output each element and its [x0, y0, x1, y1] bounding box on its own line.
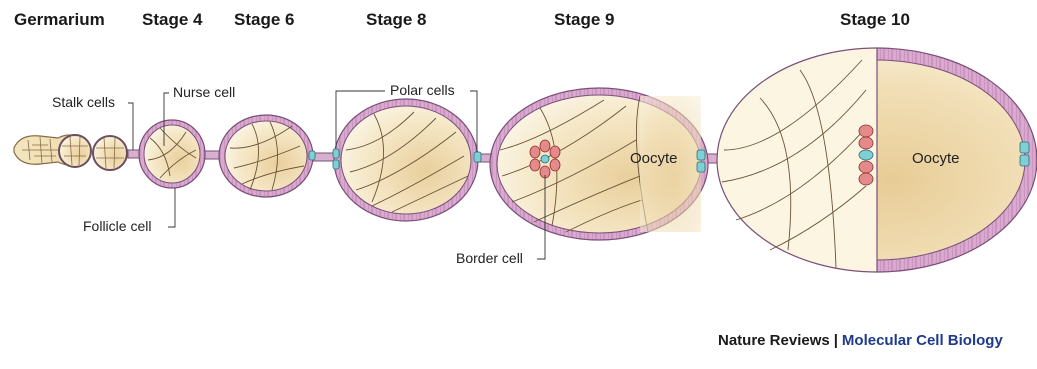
- stage4-drawing: [139, 120, 205, 188]
- stage-title-stage8: Stage 8: [366, 10, 426, 30]
- germarium-drawing: [14, 135, 127, 170]
- stage-title-stage4: Stage 4: [142, 10, 202, 30]
- stage-title-germarium: Germarium: [14, 10, 105, 30]
- stage10-drawing: [717, 48, 1037, 272]
- credit-journal: Nature Reviews: [718, 332, 830, 349]
- credit-subject: Molecular Cell Biology: [842, 332, 1003, 349]
- label-oocyte-stage10: Oocyte: [912, 150, 960, 167]
- stage6-drawing: [219, 115, 315, 197]
- credit-separator: |: [830, 332, 842, 349]
- source-credit: Nature Reviews|Molecular Cell Biology: [718, 332, 1003, 349]
- stage8-drawing: [333, 99, 481, 221]
- stage-title-stage9: Stage 9: [554, 10, 614, 30]
- label-stalk-cells: Stalk cells: [52, 94, 115, 110]
- label-border-cell: Border cell: [456, 250, 523, 266]
- label-polar-cells: Polar cells: [390, 82, 455, 98]
- label-follicle-cell: Follicle cell: [83, 218, 151, 234]
- stage-title-stage10: Stage 10: [840, 10, 910, 30]
- stage10-border-cells: [859, 125, 873, 185]
- stage-title-stage6: Stage 6: [234, 10, 294, 30]
- label-nurse-cell: Nurse cell: [173, 84, 235, 100]
- label-oocyte-stage9: Oocyte: [630, 150, 678, 167]
